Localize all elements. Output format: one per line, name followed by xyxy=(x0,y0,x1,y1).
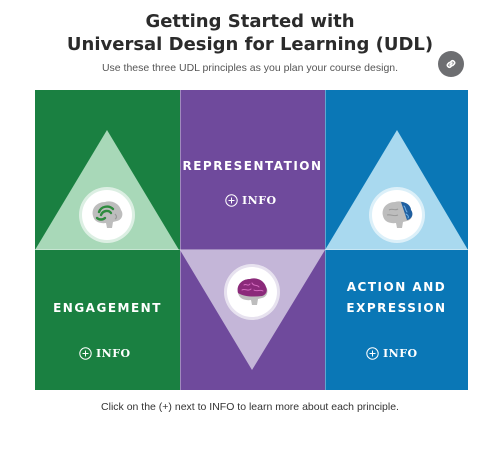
engagement-panel-bottom xyxy=(35,250,180,390)
link-icon xyxy=(446,60,456,68)
copy-link-button[interactable] xyxy=(438,51,464,77)
plus-circle-icon xyxy=(366,347,379,360)
representation-info-button[interactable]: INFO xyxy=(225,194,277,207)
board-divider-vertical-1 xyxy=(180,90,181,390)
board-divider-horizontal xyxy=(35,249,468,250)
info-label: INFO xyxy=(96,347,131,360)
info-label: INFO xyxy=(383,347,418,360)
engagement-info-button[interactable]: INFO xyxy=(79,347,131,360)
page-subtitle: Use these three UDL principles as you pl… xyxy=(101,62,399,74)
plus-circle-icon xyxy=(79,347,92,360)
page-title-line2: Universal Design for Learning (UDL) xyxy=(66,34,434,55)
action-expression-heading-line1: ACTION AND xyxy=(346,280,447,294)
representation-heading: REPRESENTATION xyxy=(182,159,323,173)
info-label: INFO xyxy=(242,194,277,207)
udl-principles-board: ENGAGEMENT REPRESENTATION ACTION AND EXP… xyxy=(35,90,468,390)
engagement-heading: ENGAGEMENT xyxy=(53,301,162,315)
action-expression-brain-icon xyxy=(372,190,422,240)
plus-circle-icon xyxy=(225,194,238,207)
representation-brain-icon xyxy=(227,267,277,317)
action-expression-heading-line2: EXPRESSION xyxy=(346,301,447,315)
footer-instruction: Click on the (+) next to INFO to learn m… xyxy=(101,401,399,413)
page-title-line1: Getting Started with xyxy=(145,11,355,32)
principle-triangles xyxy=(35,130,468,370)
engagement-brain-icon xyxy=(82,190,132,240)
action-expression-info-button[interactable]: INFO xyxy=(366,347,418,360)
board-divider-vertical-2 xyxy=(325,90,326,390)
